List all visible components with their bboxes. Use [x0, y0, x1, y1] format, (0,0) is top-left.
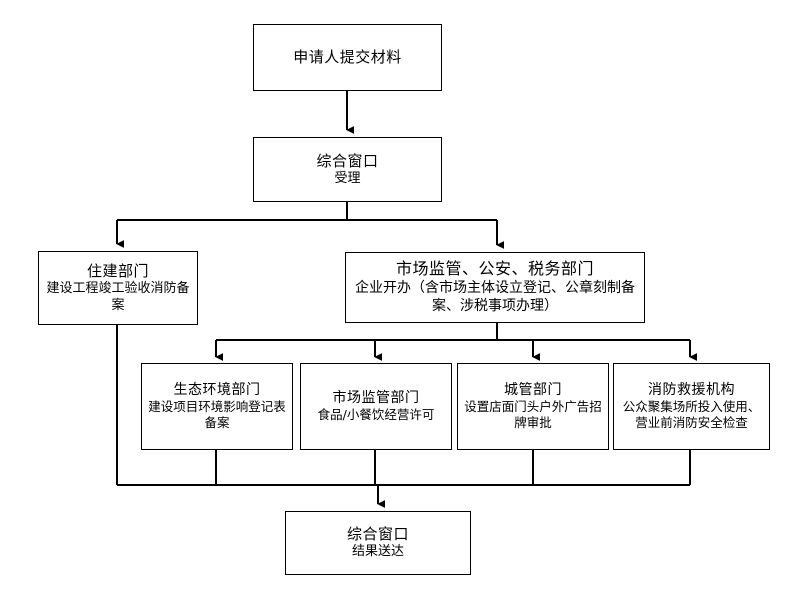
- node-eco-env-dept[interactable]: 生态环境部门 建设项目环境影响登记表备案: [141, 363, 293, 450]
- node-urban-mgmt-dept[interactable]: 城管部门 设置店面门头户外广告招牌审批: [457, 363, 609, 450]
- node-fire-rescue-agency-title: 消防救援机构: [648, 381, 735, 398]
- node-housing-dept-title: 住建部门: [86, 261, 149, 280]
- node-result-window-title: 综合窗口: [346, 525, 409, 544]
- node-eco-env-dept-title: 生态环境部门: [173, 381, 261, 398]
- node-market-public-tax-title: 市场监管、公安、税务部门: [395, 259, 594, 279]
- node-fire-rescue-agency[interactable]: 消防救援机构 公众聚集场所投入使用、营业前消防安全检查: [613, 363, 770, 450]
- node-intake-window[interactable]: 综合窗口 受理: [253, 137, 442, 202]
- node-urban-mgmt-dept-desc: 设置店面门头户外广告招牌审批: [464, 399, 602, 431]
- node-housing-dept-desc: 建设工程竣工验收消防备案: [46, 280, 190, 313]
- node-fire-rescue-agency-desc: 公众聚集场所投入使用、营业前消防安全检查: [622, 399, 761, 431]
- node-housing-dept[interactable]: 住建部门 建设工程竣工验收消防备案: [38, 251, 198, 325]
- node-result-window-desc: 结果送达: [351, 544, 404, 560]
- node-market-public-tax-desc: 企业开办（含市场主体设立登记、公章刻制备案、涉税事项办理）: [355, 279, 635, 314]
- node-intake-window-desc: 受理: [334, 170, 361, 186]
- node-eco-env-dept-desc: 建设项目环境影响登记表备案: [148, 399, 286, 431]
- node-market-dept-title: 市场监管部门: [332, 389, 420, 406]
- node-market-public-tax[interactable]: 市场监管、公安、税务部门 企业开办（含市场主体设立登记、公章刻制备案、涉税事项办…: [345, 252, 645, 323]
- node-urban-mgmt-dept-title: 城管部门: [504, 381, 562, 398]
- node-applicant-title: 申请人提交材料: [293, 47, 402, 66]
- node-market-dept-desc: 食品/小餐饮经营许可: [317, 407, 435, 423]
- node-applicant[interactable]: 申请人提交材料: [253, 24, 442, 91]
- node-intake-window-title: 综合窗口: [316, 151, 379, 170]
- node-market-dept[interactable]: 市场监管部门 食品/小餐饮经营许可: [300, 363, 452, 450]
- node-result-window[interactable]: 综合窗口 结果送达: [285, 511, 471, 575]
